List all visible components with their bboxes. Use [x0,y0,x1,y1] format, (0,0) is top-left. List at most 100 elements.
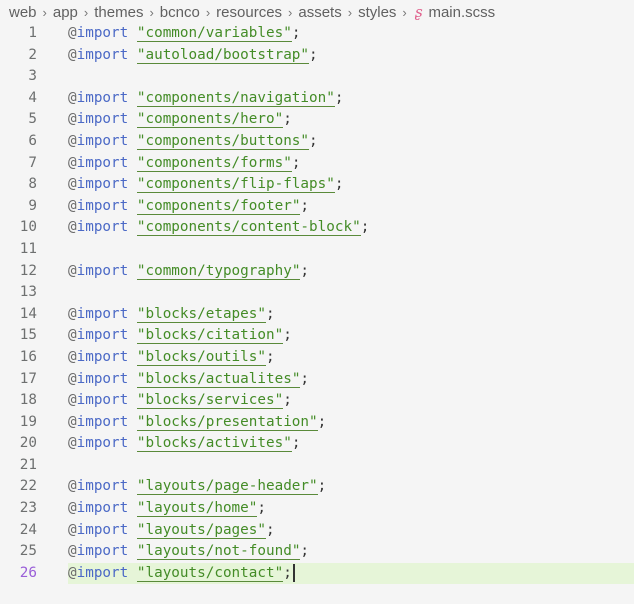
chevron-right-icon: › [402,4,407,20]
text-cursor [292,563,295,582]
code-editor[interactable]: 1 @import "common/variables"; 2@import "au… [0,23,634,585]
import-path[interactable]: "components/forms" [136,154,292,172]
import-path[interactable]: "common/variables" [136,25,292,42]
code-line[interactable]: 19@import "blocks/presentation"; [0,412,634,434]
import-path[interactable]: "components/buttons" [136,132,310,150]
code-line[interactable]: 25 @import "layouts/not-found"; [0,541,634,563]
line-number: 26 [19,564,37,581]
import-path[interactable]: "layouts/home" [136,500,258,518]
code-line[interactable]: 13 [0,282,634,304]
line-number: 17 [19,370,37,387]
import-path[interactable]: "blocks/services" [136,392,284,410]
code-line[interactable]: 11 [0,239,634,261]
import-path[interactable]: "layouts/page-header" [136,478,318,496]
code-line[interactable]: 21 [0,455,634,477]
at-sign: @ [68,132,77,149]
at-sign: @ [68,327,77,344]
import-keyword: import [76,111,129,128]
code-text: @import "components/flip-flaps"; [68,176,344,194]
breadcrumb-item-resources[interactable]: resources [216,3,283,21]
at-sign: @ [68,262,77,279]
line-number: 24 [19,521,37,538]
line-number: 25 [19,543,37,560]
import-path[interactable]: "blocks/actualites" [136,370,301,388]
code-text: @import "blocks/activites"; [68,435,301,453]
import-keyword: import [76,219,129,236]
breadcrumb-item-web[interactable]: web [9,3,37,21]
code-line[interactable]: 2@import "autoload/bootstrap"; [0,45,634,67]
code-line[interactable]: 16 @import "blocks/outils"; [0,347,634,369]
import-path[interactable]: "autoload/bootstrap" [136,46,310,64]
breadcrumb-item-styles[interactable]: styles [358,3,397,21]
line-number: 20 [19,435,37,452]
code-text [68,66,634,88]
at-sign: @ [68,89,77,106]
code-line[interactable]: 12@import "common/typography"; [0,261,634,283]
code-line[interactable]: 4@import "components/navigation"; [0,88,634,110]
code-line[interactable]: 22@import "layouts/page-header"; [0,476,634,498]
import-keyword: import [76,25,129,41]
import-keyword: import [76,327,129,344]
code-line[interactable]: 24@import "layouts/pages"; [0,520,634,542]
at-sign: @ [68,219,77,236]
code-line[interactable]: 5@import "components/hero"; [0,109,634,131]
code-line[interactable]: 18@import "blocks/services"; [0,390,634,412]
line-number: 16 [19,348,37,365]
code-line[interactable]: 10@import "components/content-block"; [0,217,634,239]
code-line[interactable]: 26@import "layouts/contact"; [0,562,634,585]
code-line[interactable]: 3 [0,66,634,88]
at-sign: @ [68,435,77,452]
breadcrumb-file[interactable]: main.scss [428,3,496,21]
breadcrumb-item-bcnco[interactable]: bcnco [159,3,200,21]
sass-file-icon: ʂ [414,3,423,21]
import-keyword: import [76,89,129,106]
chevron-right-icon: › [83,4,89,20]
code-line[interactable]: 23@import "layouts/home"; [0,498,634,520]
import-path[interactable]: "components/hero" [136,111,284,129]
at-sign: @ [68,413,77,430]
import-path[interactable]: "layouts/pages" [136,521,266,539]
at-sign: @ [68,197,77,214]
import-path[interactable]: "components/flip-flaps" [136,176,335,194]
code-line[interactable]: 15@import "blocks/citation"; [0,325,634,347]
import-keyword: import [76,564,129,581]
import-path[interactable]: "blocks/outils" [136,348,266,366]
import-keyword: import [76,413,129,430]
code-text [68,282,634,304]
breadcrumb-item-assets[interactable]: assets [298,3,342,21]
code-text: @import "layouts/not-found"; [68,543,310,561]
code-line[interactable]: 1 @import "common/variables"; [0,23,634,45]
import-keyword: import [76,435,129,452]
import-path[interactable]: "layouts/contact" [136,564,284,582]
at-sign: @ [68,521,77,538]
at-sign: @ [68,305,77,322]
code-line[interactable]: 7@import "components/forms"; [0,153,634,175]
code-text: @import "common/variables"; [68,25,301,42]
import-path[interactable]: "blocks/citation" [136,327,284,345]
import-path[interactable]: "components/content-block" [136,219,361,237]
chevron-right-icon: › [347,4,353,20]
chevron-right-icon: › [42,4,47,20]
code-line[interactable]: 6@import "components/buttons"; [0,131,634,153]
breadcrumb-item-themes[interactable]: themes [94,3,144,21]
code-line[interactable]: 20 @import "blocks/activites"; [0,433,634,455]
import-path[interactable]: "blocks/presentation" [136,413,318,431]
line-number: 1 [28,25,37,41]
import-path[interactable]: "blocks/activites" [136,435,292,453]
import-path[interactable]: "components/navigation" [136,89,335,107]
line-number: 6 [28,132,37,149]
at-sign: @ [68,46,77,63]
import-path[interactable]: "layouts/not-found" [136,543,301,561]
line-number: 18 [19,392,37,409]
import-path[interactable]: "components/footer" [136,197,301,215]
code-line[interactable]: 14@import "blocks/etapes"; [0,304,634,326]
code-line[interactable]: 8@import "components/flip-flaps"; [0,174,634,196]
at-sign: @ [68,25,77,41]
code-line[interactable]: 17@import "blocks/actualites"; [0,369,634,391]
breadcrumb-item-app[interactable]: app [52,3,78,21]
line-number: 5 [28,111,37,128]
code-text: @import "blocks/outils"; [68,348,275,366]
import-path[interactable]: "blocks/etapes" [136,305,266,323]
import-path[interactable]: "common/typography" [136,262,301,280]
code-line[interactable]: 9@import "components/footer"; [0,196,634,218]
